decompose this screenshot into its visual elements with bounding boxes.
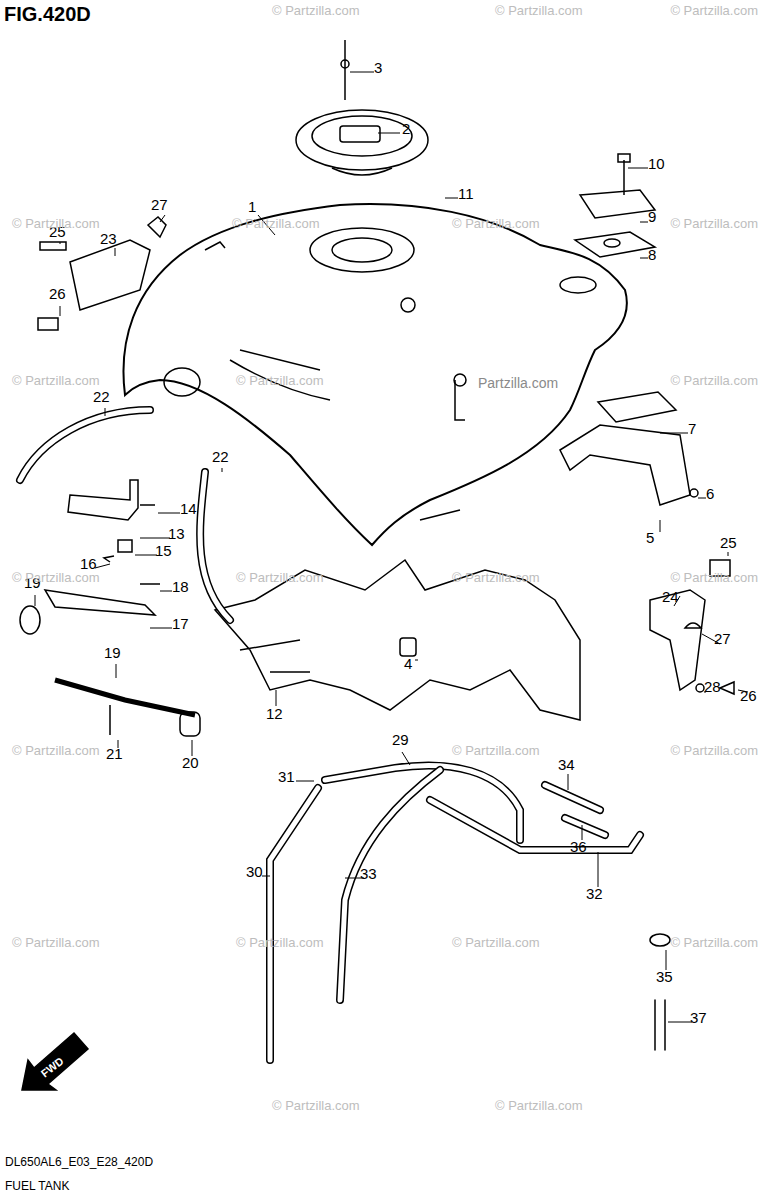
footer-text: FUEL TANK [5, 1180, 69, 1192]
callout-number: 19 [104, 645, 121, 660]
side-covers [38, 217, 734, 694]
watermark: © Partzilla.com [236, 936, 324, 949]
callout-number: 24 [662, 589, 679, 604]
callout-number: 27 [714, 631, 731, 646]
bracket-set [575, 154, 655, 257]
callout-number: 23 [100, 231, 117, 246]
callout-number: 16 [80, 556, 97, 571]
callout-number: 36 [570, 839, 587, 854]
callout-number: 8 [648, 247, 656, 262]
left-brackets [20, 480, 200, 736]
watermark: © Partzilla.com [272, 1099, 360, 1112]
callout-number: 25 [720, 535, 737, 550]
watermark: © Partzilla.com [670, 217, 758, 230]
watermark: © Partzilla.com [452, 217, 540, 230]
leader-lines [35, 72, 748, 1022]
callout-number: 6 [706, 486, 714, 501]
figure-title: FIG.420D [4, 4, 91, 24]
watermark: © Partzilla.com [670, 936, 758, 949]
callout-number: 20 [182, 755, 199, 770]
watermark: © Partzilla.com [670, 571, 758, 584]
callout-number: 22 [212, 449, 229, 464]
watermark: © Partzilla.com [495, 4, 583, 17]
callout-number: 30 [246, 864, 263, 879]
callout-number: 1 [248, 199, 256, 214]
tank-mat [215, 510, 580, 720]
watermark: © Partzilla.com [236, 374, 324, 387]
watermark: © Partzilla.com [12, 217, 100, 230]
watermark: © Partzilla.com [12, 744, 100, 757]
callout-number: 33 [360, 866, 377, 881]
callout-number: 2 [402, 121, 410, 136]
watermark: © Partzilla.com [670, 744, 758, 757]
hoses [20, 410, 670, 1060]
fwd-arrow [22, 1033, 88, 1090]
callout-number: 34 [558, 757, 575, 772]
callout-number: 21 [106, 746, 123, 761]
callout-number: 13 [168, 526, 185, 541]
watermark: Partzilla.com [478, 376, 558, 390]
callout-number: 9 [648, 209, 656, 224]
callout-number: 22 [93, 389, 110, 404]
callout-number: 31 [278, 769, 295, 784]
callout-number: 32 [586, 886, 603, 901]
rear-bracket [560, 392, 698, 505]
watermark: © Partzilla.com [12, 936, 100, 949]
watermark: © Partzilla.com [12, 374, 100, 387]
callout-number: 3 [374, 60, 382, 75]
callout-number: 14 [180, 501, 197, 516]
watermark: © Partzilla.com [232, 217, 320, 230]
callout-number: 26 [49, 286, 66, 301]
callout-number: 12 [266, 706, 283, 721]
watermark: © Partzilla.com [670, 374, 758, 387]
callout-number: 11 [458, 186, 474, 201]
watermark: © Partzilla.com [495, 1099, 583, 1112]
callout-number: 5 [646, 530, 654, 545]
callout-number: 4 [404, 656, 412, 671]
watermark: © Partzilla.com [452, 571, 540, 584]
watermark: © Partzilla.com [452, 744, 540, 757]
callout-number: 26 [740, 688, 757, 703]
callout-number: 18 [172, 579, 189, 594]
watermark: © Partzilla.com [12, 571, 100, 584]
callout-number: 37 [690, 1010, 707, 1025]
callout-number: 17 [172, 616, 189, 631]
callout-number: 7 [688, 421, 696, 436]
fuel-cap [296, 40, 428, 175]
callout-number: 28 [704, 679, 721, 694]
callout-number: 10 [648, 156, 665, 171]
footer-text: DL650AL6_E03_E28_420D [5, 1156, 153, 1168]
watermark: © Partzilla.com [452, 936, 540, 949]
callout-number: 27 [151, 197, 168, 212]
watermark: © Partzilla.com [670, 4, 758, 17]
watermark: © Partzilla.com [272, 4, 360, 17]
callout-number: 29 [392, 732, 409, 747]
callout-number: 15 [155, 543, 172, 558]
callout-number: 35 [656, 969, 673, 984]
watermark: © Partzilla.com [236, 571, 324, 584]
